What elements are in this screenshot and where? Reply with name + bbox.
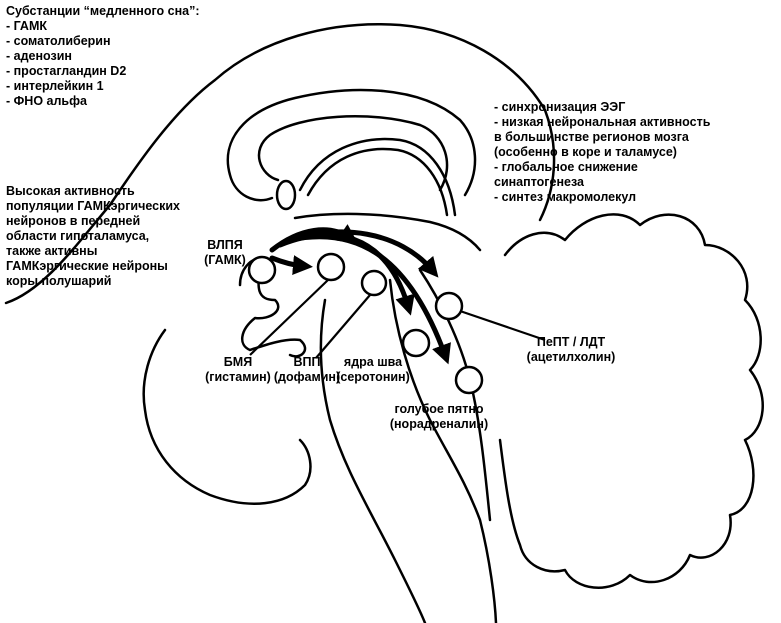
ppt-nucleus [436,293,462,319]
hypothalamus-note: Высокая активность популяции ГАМКэргичес… [6,184,180,289]
raphe-nucleus [403,330,429,356]
tmn-label: БМЯ (гистамин) [200,355,276,385]
raphe-name: ядра шва [333,355,413,370]
vlpo-transmitter: (ГАМК) [195,253,255,268]
effect-line: - синхронизация ЭЭГ [494,100,710,115]
substance-item: - интерлейкин 1 [6,79,200,94]
note-line: нейронов в передней [6,214,180,229]
ppt-transmitter: (ацетилхолин) [515,350,627,365]
arrow-to-tmn [272,258,303,266]
effect-line: - глобальное снижение [494,160,710,175]
substance-item: - простагландин D2 [6,64,200,79]
fornix [300,139,455,215]
raphe-transmitter: (серотонин) [333,370,413,385]
note-line: коры полушарий [6,274,180,289]
tmn-name: БМЯ [200,355,276,370]
cerebellum-outline [500,214,763,587]
effect-line: в большинстве регионов мозга [494,130,710,145]
lc-name: голубое пятно [377,402,501,417]
substance-item: - ФНО альфа [6,94,200,109]
effect-line: (особенно в коре и таламусе) [494,145,710,160]
lc-label: голубое пятно (норадреналин) [377,402,501,432]
note-line: Высокая активность [6,184,180,199]
vlpo-label: ВЛПЯ (ГАМК) [195,238,255,268]
slow-sleep-substances-list: Субстанции “медленного сна”: - ГАМК - со… [6,4,200,109]
ppt-name: ПеПТ / ЛДТ [515,335,627,350]
substance-item: - соматолиберин [6,34,200,49]
ppt-label: ПеПТ / ЛДТ (ацетилхолин) [515,335,627,365]
note-line: популяции ГАМКэргических [6,199,180,214]
effect-line: - синтез макромолекул [494,190,710,205]
lc-transmitter: (норадреналин) [377,417,501,432]
vta-nucleus [362,271,386,295]
note-line: также активны [6,244,180,259]
sleep-effects-list: - синхронизация ЭЭГ - низкая нейрональна… [494,100,710,205]
vlpo-name: ВЛПЯ [195,238,255,253]
tmn-nucleus [318,254,344,280]
note-line: ГАМКэргические нейроны [6,259,180,274]
lc-nucleus [456,367,482,393]
substance-item: - ГАМК [6,19,200,34]
substances-title: Субстанции “медленного сна”: [6,4,200,19]
note-line: области гипоталамуса, [6,229,180,244]
substance-item: - аденозин [6,49,200,64]
effect-line: синаптогенеза [494,175,710,190]
tmn-transmitter: (гистамин) [200,370,276,385]
raphe-label: ядра шва (серотонин) [333,355,413,385]
effect-line: - низкая нейрональная активность [494,115,710,130]
